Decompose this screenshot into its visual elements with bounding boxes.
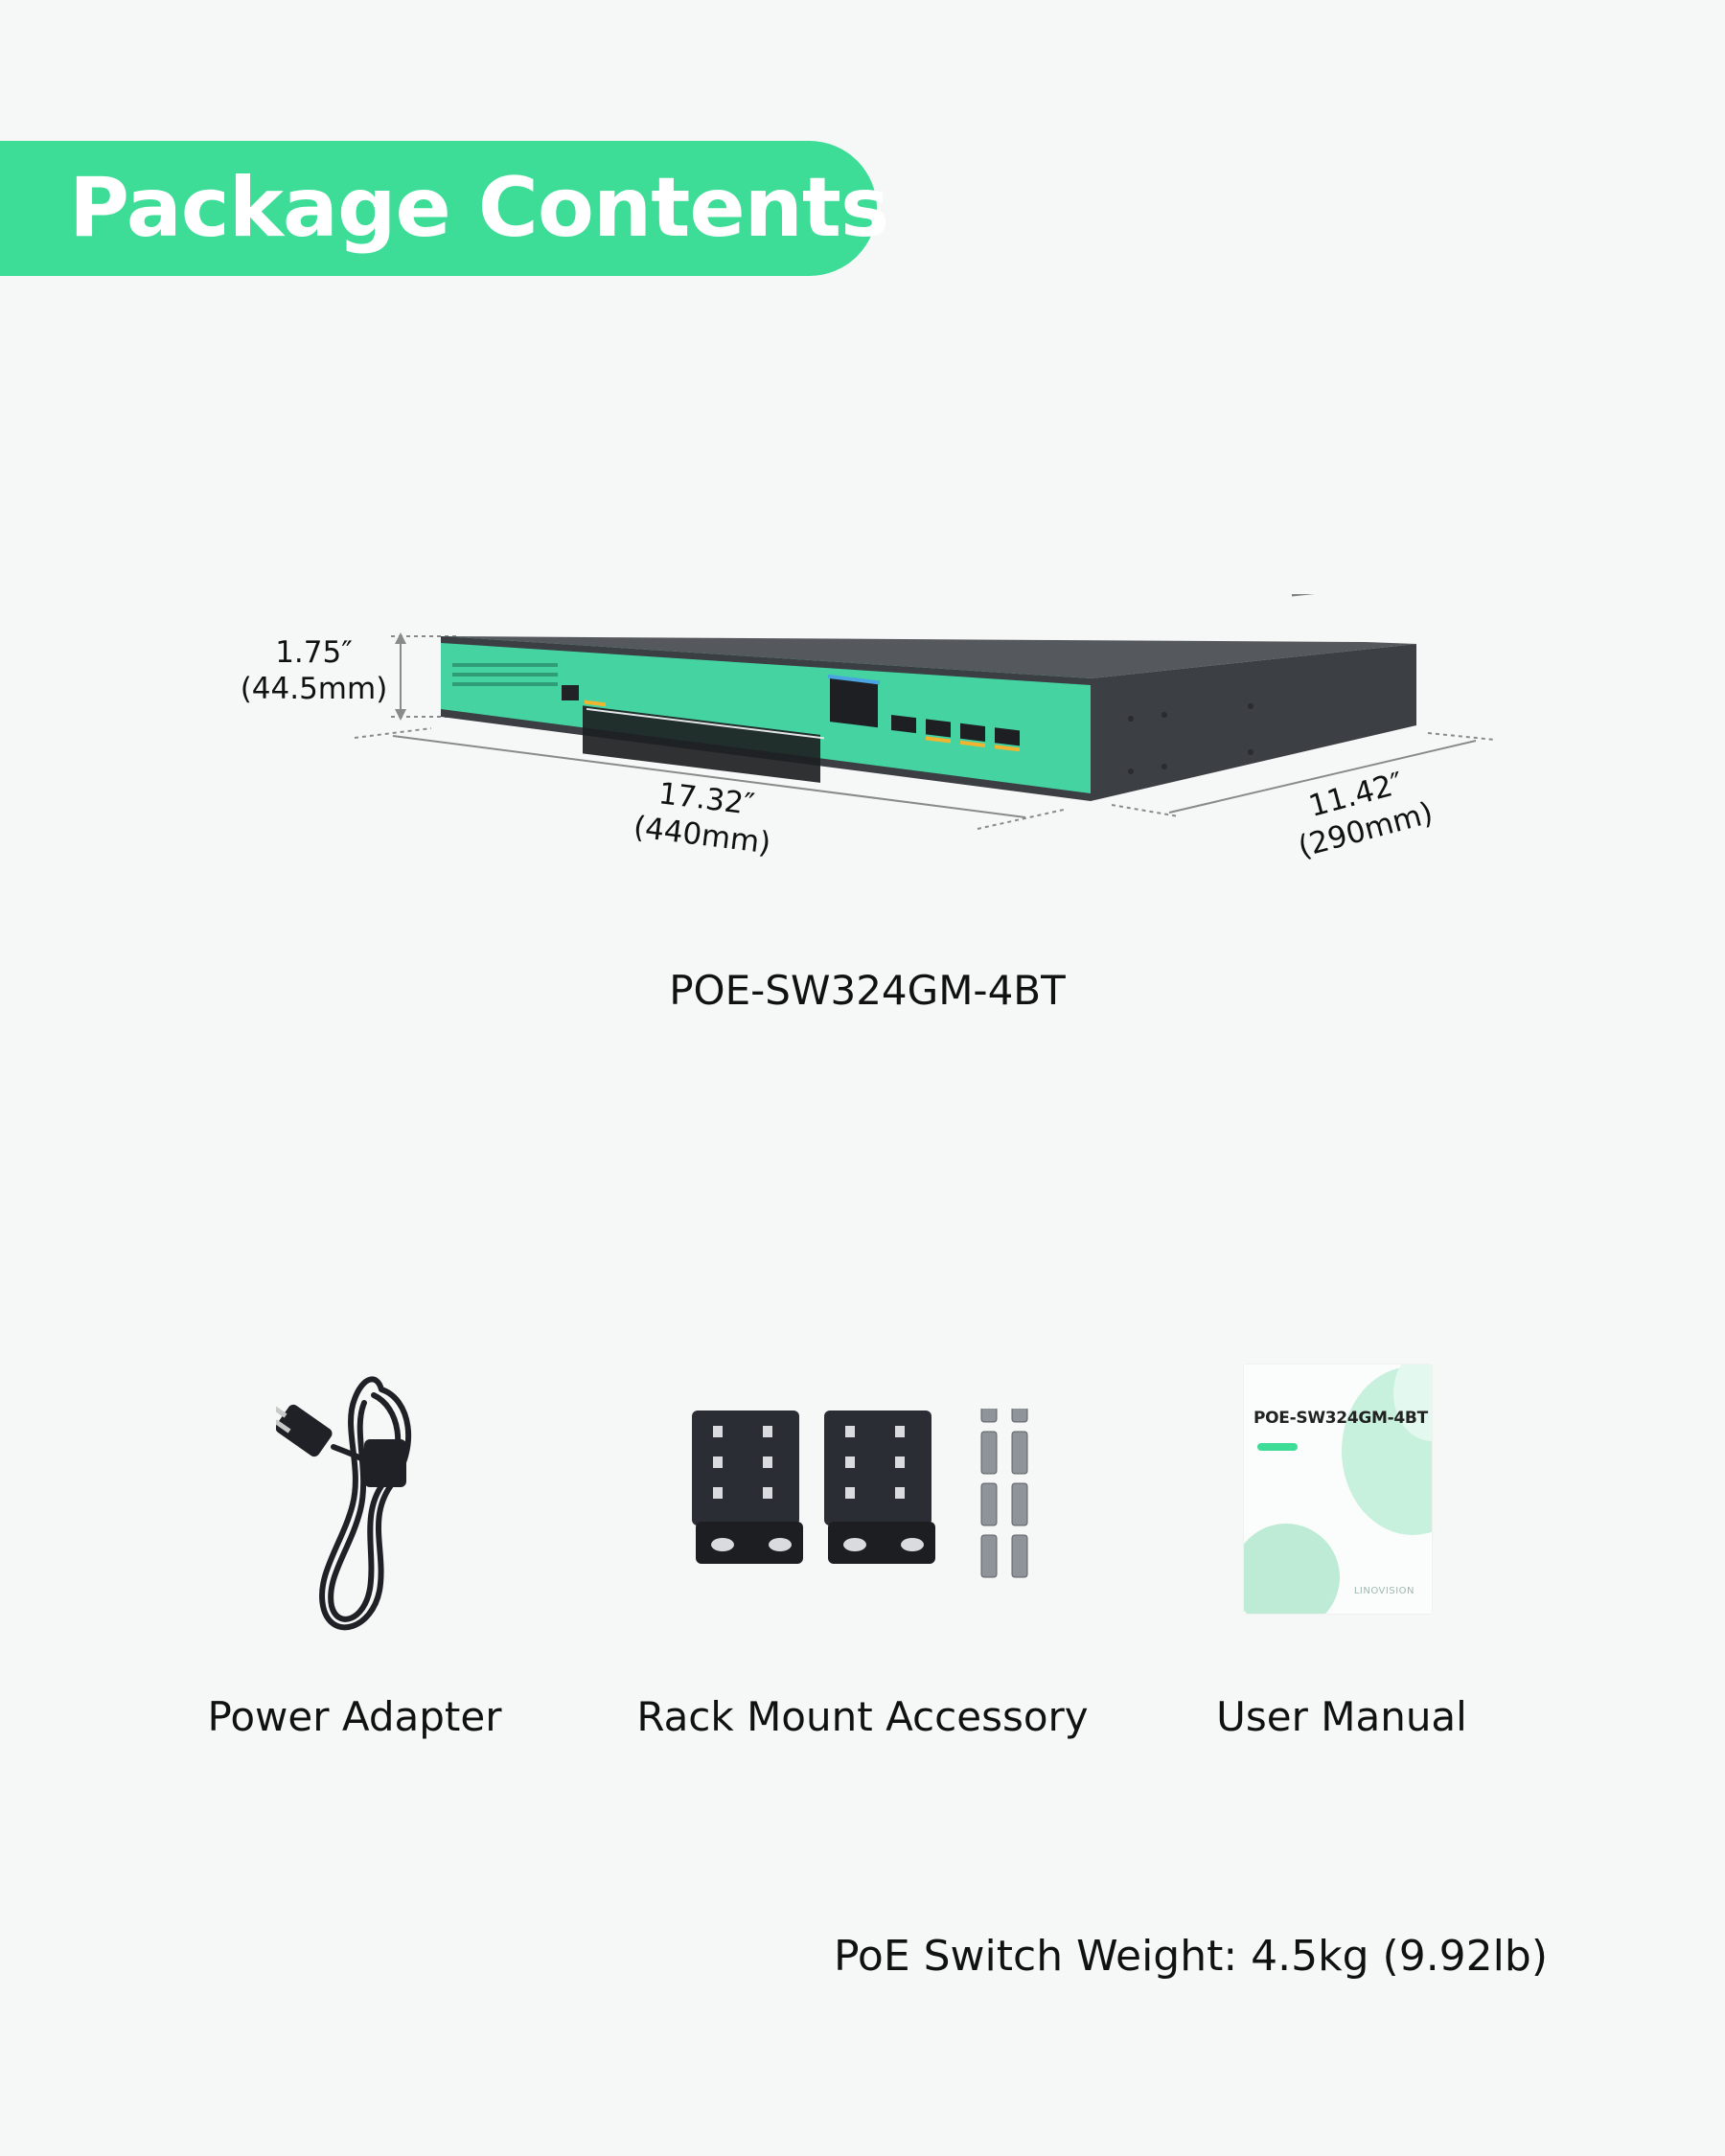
screws bbox=[980, 1379, 1028, 1578]
sfp-ports bbox=[891, 714, 1020, 746]
rack-bracket-left bbox=[692, 1411, 803, 1564]
height-dimension: 1.75″ (44.5mm) bbox=[235, 634, 393, 707]
switch-front-face bbox=[441, 636, 1091, 800]
rack-mount-item bbox=[688, 1379, 1062, 1623]
height-imperial: 1.75″ bbox=[275, 635, 353, 670]
rack-bracket-icon bbox=[692, 1379, 1028, 1578]
power-adapter-item bbox=[269, 1361, 420, 1652]
power-adapter-label: Power Adapter bbox=[207, 1693, 502, 1740]
switch-side bbox=[1091, 644, 1416, 801]
switch-top bbox=[441, 636, 1416, 678]
poe-switch-image bbox=[354, 594, 1496, 830]
manual-brand: LINOVISION bbox=[1353, 1586, 1414, 1596]
model-name: POE-SW324GM-4BT bbox=[0, 966, 1725, 1016]
header-banner: Package Contents bbox=[0, 141, 889, 276]
manual-title: POE-SW324GM-4BT bbox=[1254, 1409, 1428, 1428]
page-title: Package Contents bbox=[69, 160, 889, 256]
user-manual-label: User Manual bbox=[1216, 1693, 1467, 1740]
manual-tag bbox=[1257, 1443, 1298, 1451]
rack-mount-label: Rack Mount Accessory bbox=[636, 1693, 1089, 1740]
power-cord-icon bbox=[269, 1376, 412, 1631]
user-manual-icon: POE-SW324GM-4BT LINOVISION bbox=[1244, 1365, 1432, 1614]
rack-bracket-right bbox=[824, 1411, 935, 1564]
height-metric: (44.5mm) bbox=[240, 672, 388, 706]
switch-figure bbox=[220, 594, 1543, 901]
rj45-ports bbox=[583, 705, 820, 783]
model-name-text: POE-SW324GM-4BT bbox=[669, 967, 1066, 1014]
weight-note: PoE Switch Weight: 4.5kg (9.92lb) bbox=[833, 1932, 1548, 1981]
